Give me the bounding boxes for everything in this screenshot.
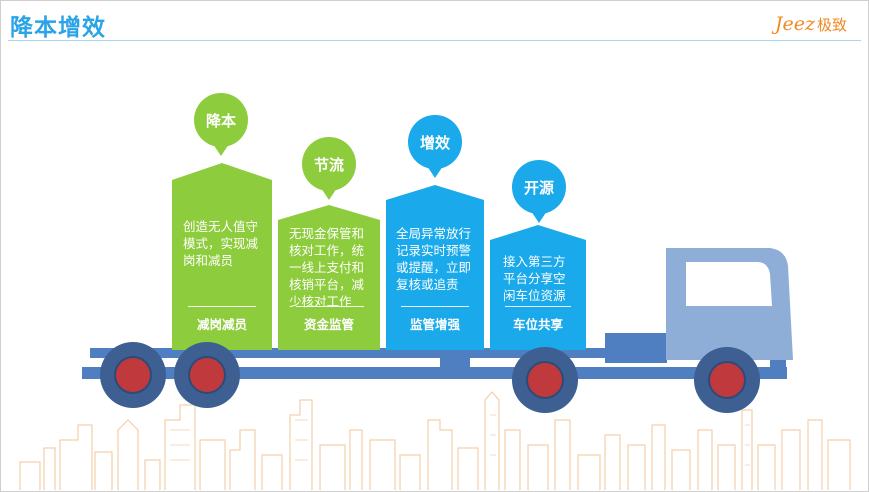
card-3-line: 复核或追责 <box>396 277 459 292</box>
bubble-1 <box>194 93 248 156</box>
card-description-2: 无现金保管和 核对工作，统 一线上支付和 核销平台，减 少核对工作 <box>289 225 364 310</box>
card-4-line: 平台分享空 <box>503 271 566 286</box>
card-3-line: 记录实时预警 <box>396 243 472 258</box>
bubble-2 <box>302 137 356 200</box>
card-3-line: 或提醒，立即 <box>396 260 472 275</box>
wheel-4 <box>694 347 760 413</box>
bubble-4 <box>512 160 566 223</box>
card-2-line: 少核对工作 <box>289 294 352 309</box>
card-1-line: 岗和减员 <box>183 253 234 268</box>
bubble-label-efficiency: 增效 <box>419 134 450 152</box>
card-3-line: 全局异常放行 <box>396 226 472 241</box>
card-label-fund-supervision: 资金监管 <box>303 317 354 332</box>
card-label-staff-reduction: 减岗减员 <box>196 317 247 332</box>
truck-bed-support <box>605 333 667 363</box>
card-shape-4 <box>490 225 586 350</box>
card-shape-2 <box>278 205 380 350</box>
card-1-line: 模式，实现减 <box>183 236 259 251</box>
truck-window <box>686 262 772 306</box>
card-2-line: 核销平台，减 <box>289 277 365 292</box>
wheel-1 <box>100 342 166 408</box>
card-1-line: 创造无人值守 <box>183 219 259 234</box>
card-4-line: 接入第三方 <box>503 254 566 269</box>
wheel-2 <box>174 342 240 408</box>
truck-bed <box>90 348 605 358</box>
bubble-label-revenue: 开源 <box>523 179 554 197</box>
page-title: 降本增效 <box>10 15 106 41</box>
card-shape-3 <box>386 185 484 350</box>
card-4-line: 闲车位资源 <box>503 288 566 303</box>
bubble-label-saving: 节流 <box>313 156 344 174</box>
logo-latin: Jeez <box>774 13 815 35</box>
city-skyline <box>19 391 851 490</box>
card-description-1: 创造无人值守 模式，实现减 岗和减员 <box>183 218 258 269</box>
wheel-3 <box>512 347 578 413</box>
card-2-line: 无现金保管和 <box>289 226 365 241</box>
card-3-divider <box>401 306 469 307</box>
card-description-3: 全局异常放行 记录实时预警 或提醒，立即 复核或追责 <box>396 225 471 293</box>
logo-chinese: 极致 <box>816 16 847 34</box>
card-shape-1 <box>172 163 272 350</box>
card-description-4: 接入第三方 平台分享空 闲车位资源 <box>503 253 566 304</box>
card-2-line: 核对工作，统 <box>289 243 365 258</box>
card-4-divider <box>505 306 571 307</box>
bubble-3 <box>408 115 462 178</box>
card-label-parking-sharing: 车位共享 <box>512 317 563 332</box>
header-divider <box>8 40 861 41</box>
card-2-line: 一线上支付和 <box>289 260 365 275</box>
truck-frame-rail <box>82 367 787 379</box>
bubble-label-cost-reduction: 降本 <box>205 112 236 130</box>
card-label-enhanced-supervision: 监管增强 <box>409 317 460 332</box>
card-1-divider <box>188 306 256 307</box>
card-2-divider <box>296 306 364 307</box>
